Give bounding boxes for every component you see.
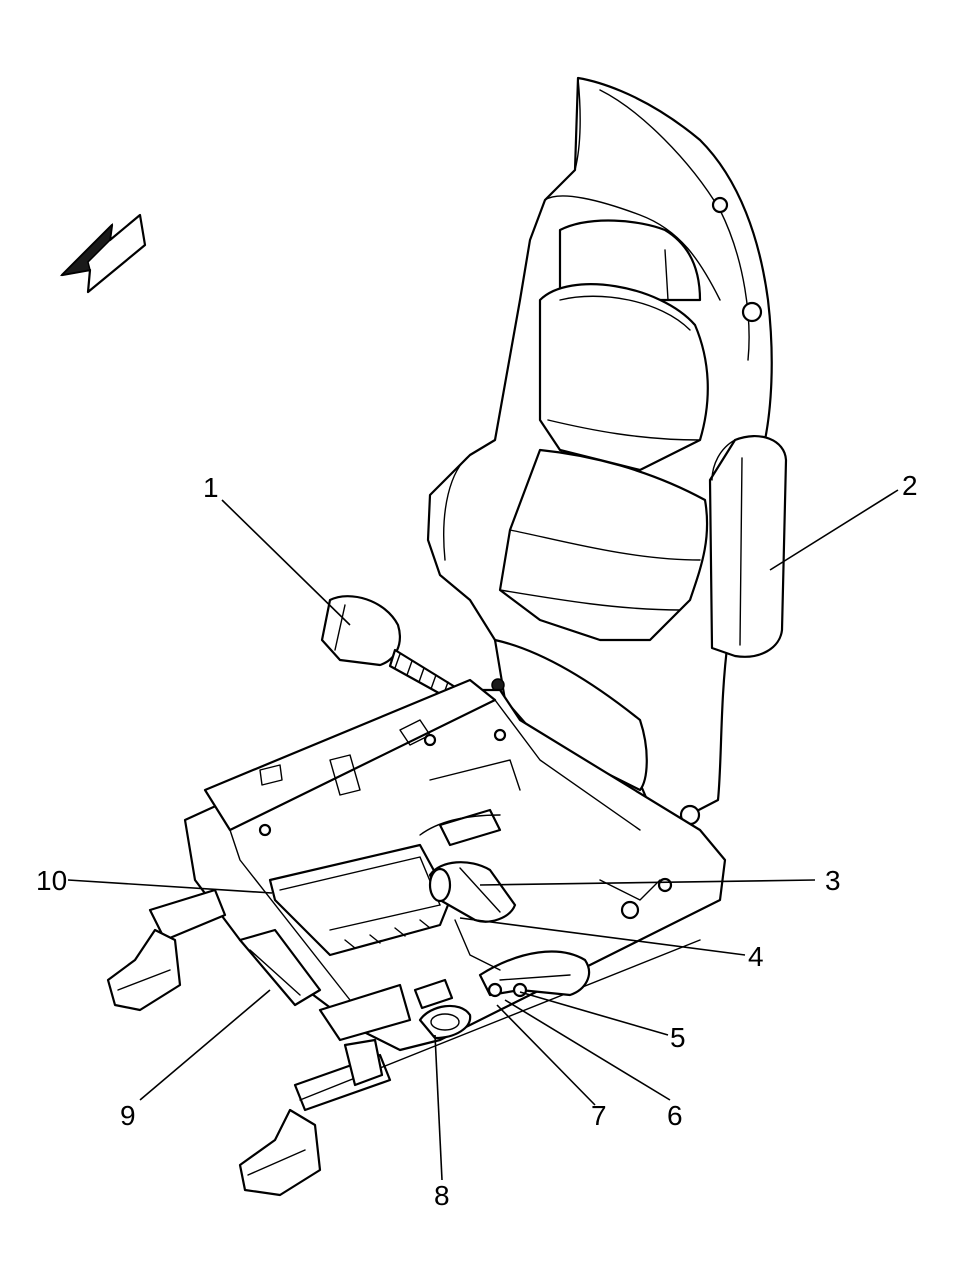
callout-6: 6 (667, 1100, 683, 1131)
callout-2: 2 (902, 470, 918, 501)
leader-2 (769, 489, 899, 571)
side-impact-module (708, 435, 788, 658)
left-seat-track (106, 888, 701, 1197)
seat-adjuster-motor (428, 861, 517, 923)
leader-7 (496, 1004, 596, 1106)
callout-9: 9 (120, 1100, 136, 1131)
leader-8 (434, 1034, 443, 1181)
right-seat-track (478, 950, 591, 997)
callout-10: 10 (36, 865, 67, 896)
seat-belt-buckle (320, 595, 462, 704)
leader-4 (459, 917, 746, 956)
callout-5: 5 (670, 1022, 686, 1053)
leader-10 (67, 879, 273, 894)
seat-back (426, 76, 773, 832)
front-direction-arrow-icon (59, 213, 147, 294)
leader-5 (519, 991, 669, 1036)
callout-1: 1 (203, 472, 219, 503)
recliner-mechanism (238, 928, 412, 1087)
seat-switch (413, 978, 472, 1040)
leader-3 (479, 879, 816, 886)
callout-7: 7 (591, 1100, 607, 1131)
control-module (268, 843, 452, 957)
callout-labels: 1 2 3 4 5 6 7 8 9 10 (36, 470, 918, 1211)
callout-3: 3 (825, 865, 841, 896)
wiring-harness (419, 808, 528, 998)
leader-1 (221, 499, 351, 626)
callout-4: 4 (748, 941, 764, 972)
callout-leaders (67, 489, 899, 1181)
callout-8: 8 (434, 1180, 450, 1211)
leader-6 (504, 999, 671, 1101)
leader-9 (139, 989, 271, 1101)
